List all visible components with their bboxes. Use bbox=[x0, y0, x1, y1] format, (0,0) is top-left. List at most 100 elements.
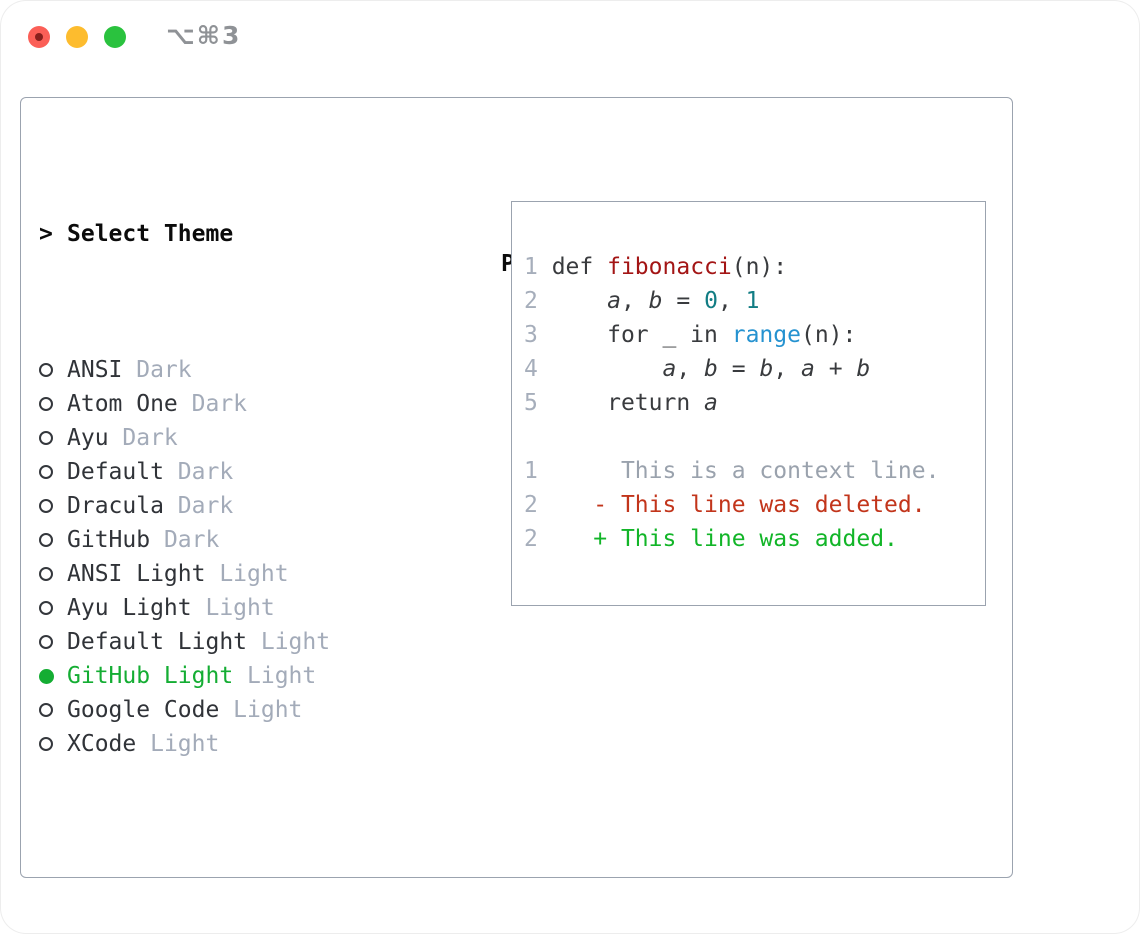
theme-option-label: ANSI Light bbox=[67, 561, 206, 587]
theme-option-1[interactable]: Atom One Dark bbox=[39, 387, 499, 421]
theme-option-label: ANSI bbox=[67, 357, 123, 383]
line-number: 4 bbox=[524, 356, 538, 382]
token-context: This is a context line. bbox=[537, 458, 940, 484]
token-code: = bbox=[717, 356, 760, 382]
theme-option-10[interactable]: Google Code Light bbox=[39, 693, 499, 727]
radio-unselected-icon bbox=[39, 499, 67, 513]
theme-option-3[interactable]: Default Dark bbox=[39, 455, 499, 489]
radio-unselected-icon bbox=[39, 635, 67, 649]
theme-option-label: Default bbox=[67, 459, 164, 485]
theme-option-11[interactable]: XCode Light bbox=[39, 727, 499, 761]
theme-option-2[interactable]: Ayu Dark bbox=[39, 421, 499, 455]
theme-variant-label: Light bbox=[150, 731, 220, 757]
prompt-caret-icon: > bbox=[39, 221, 53, 247]
blank-line bbox=[524, 420, 985, 454]
radio-unselected-icon bbox=[39, 465, 67, 479]
line-number: 1 bbox=[524, 458, 538, 484]
select-theme-title: Select Theme bbox=[67, 221, 234, 247]
token-code: return bbox=[537, 390, 705, 416]
token-function: fibonacci bbox=[607, 254, 732, 280]
token-builtin: range bbox=[731, 322, 801, 348]
token-code: = bbox=[662, 288, 705, 314]
token-code bbox=[538, 526, 593, 552]
theme-option-label: XCode bbox=[67, 731, 137, 757]
window-title-shortcut: ⌥⌘3 bbox=[166, 21, 242, 50]
code-line: 2 a, b = 0, 1 bbox=[524, 284, 985, 318]
theme-option-label: Atom One bbox=[67, 391, 178, 417]
theme-variant-label: Dark bbox=[177, 459, 234, 485]
code-line: 5 return a bbox=[524, 386, 985, 420]
radio-selected-icon bbox=[39, 668, 67, 684]
radio-unselected-icon bbox=[39, 703, 67, 717]
token-variable: a bbox=[801, 356, 815, 382]
token-variable: a bbox=[607, 288, 621, 314]
theme-variant-label: Light bbox=[247, 663, 317, 689]
close-button[interactable] bbox=[28, 26, 50, 48]
theme-option-5[interactable]: GitHub Dark bbox=[39, 523, 499, 557]
token-code: , bbox=[676, 356, 705, 382]
radio-unselected-icon bbox=[39, 567, 67, 581]
token-variable: b bbox=[856, 356, 871, 382]
close-dot-icon bbox=[35, 33, 43, 41]
token-variable: b bbox=[704, 356, 718, 382]
token-variable: a bbox=[704, 390, 718, 416]
theme-variant-label: Dark bbox=[163, 527, 220, 553]
line-number: 2 bbox=[524, 526, 538, 552]
theme-option-7[interactable]: Ayu Light Light bbox=[39, 591, 499, 625]
code-line: 3 for _ in range(n): bbox=[524, 318, 985, 352]
theme-option-label: GitHub bbox=[67, 527, 151, 553]
theme-variant-label: Dark bbox=[122, 425, 178, 451]
token-code bbox=[538, 492, 593, 518]
theme-variant-label: Dark bbox=[191, 391, 248, 417]
token-code: , bbox=[717, 288, 746, 314]
token-code bbox=[538, 288, 607, 314]
token-number: 1 bbox=[745, 288, 760, 314]
diff-line-deleted: 2 - This line was deleted. bbox=[524, 488, 985, 522]
line-number: 1 bbox=[524, 254, 538, 280]
line-number: 2 bbox=[524, 492, 538, 518]
token-number: 0 bbox=[704, 288, 718, 314]
radio-unselected-icon bbox=[39, 397, 67, 411]
radio-unselected-icon bbox=[39, 533, 67, 547]
token-added: + This line was added. bbox=[593, 526, 898, 552]
theme-variant-label: Light bbox=[260, 629, 331, 655]
token-code: , bbox=[773, 356, 802, 382]
theme-option-label: Ayu Light bbox=[67, 595, 192, 621]
token-code: (n): bbox=[731, 254, 788, 280]
theme-option-label: Ayu bbox=[67, 425, 109, 451]
minimize-button[interactable] bbox=[66, 26, 88, 48]
token-variable: a bbox=[662, 356, 677, 382]
theme-option-4[interactable]: Dracula Dark bbox=[39, 489, 499, 523]
token-variable: b bbox=[648, 288, 663, 314]
code-line: 1 def fibonacci(n): bbox=[524, 250, 985, 284]
select-theme-header: > Select Theme bbox=[39, 217, 499, 251]
code-line: 4 a, b = b, a + b bbox=[524, 352, 985, 386]
radio-unselected-icon bbox=[39, 431, 67, 445]
spacer-row bbox=[39, 863, 499, 897]
theme-option-label: Dracula bbox=[67, 493, 164, 519]
theme-variant-label: Light bbox=[205, 595, 275, 621]
token-deleted: - This line was deleted. bbox=[593, 492, 926, 518]
token-code: for _ in bbox=[537, 322, 732, 348]
token-code: , bbox=[620, 288, 649, 314]
theme-option-label: Google Code bbox=[67, 697, 220, 723]
token-code bbox=[538, 356, 663, 382]
diff-line-added: 2 + This line was added. bbox=[524, 522, 985, 556]
token-variable: b bbox=[759, 356, 774, 382]
radio-unselected-icon bbox=[39, 363, 67, 377]
theme-variant-label: Light bbox=[233, 697, 303, 723]
theme-variant-label: Dark bbox=[177, 493, 234, 519]
radio-unselected-icon bbox=[39, 601, 67, 615]
zoom-button[interactable] bbox=[104, 26, 126, 48]
line-number: 5 bbox=[524, 390, 538, 416]
token-code: + bbox=[814, 356, 857, 382]
